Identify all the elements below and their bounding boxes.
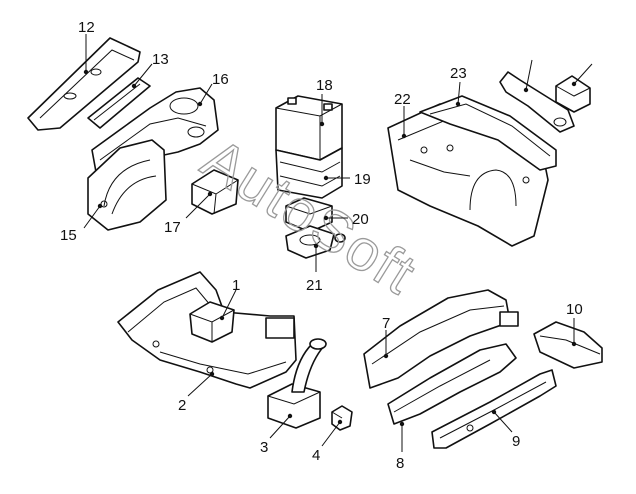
callout-14: 16 bbox=[212, 71, 229, 88]
callout-15: 17 bbox=[164, 219, 181, 236]
part-16-support bbox=[285, 197, 333, 233]
part-23-bracket bbox=[555, 75, 591, 113]
part-15-bracket bbox=[191, 169, 239, 215]
leader-lines bbox=[83, 34, 593, 452]
part-22-crossbar bbox=[499, 71, 575, 133]
callout-2: 2 bbox=[178, 397, 186, 414]
callout-4: 4 bbox=[312, 447, 320, 464]
part-10-endbracket bbox=[533, 321, 603, 369]
part-7-siderail bbox=[363, 289, 519, 389]
callout-10: 10 bbox=[566, 301, 583, 318]
callout-12: 13 bbox=[152, 51, 169, 68]
callout-16: 20 bbox=[352, 211, 369, 228]
callout-1: 1 bbox=[232, 277, 240, 294]
part-12-strip bbox=[87, 77, 151, 129]
callout-8: 8 bbox=[396, 455, 404, 472]
callout-17: 18 bbox=[316, 77, 333, 94]
part-17-battery bbox=[275, 95, 343, 161]
callout-labels: 12 13 16 15 17 18 19 20 21 22 23 1 2 3 4… bbox=[60, 19, 583, 472]
part-11-rail bbox=[27, 37, 141, 131]
part-21-cowl bbox=[419, 95, 557, 171]
part-18-battery-cover bbox=[275, 147, 343, 199]
part-8-lowerrail bbox=[387, 343, 517, 425]
callout-3: 3 bbox=[260, 439, 268, 456]
callout-7: 7 bbox=[382, 315, 390, 332]
callout-19: 21 bbox=[306, 277, 323, 294]
callout-18: 19 bbox=[354, 171, 371, 188]
callout-21: 23 bbox=[450, 65, 467, 82]
part-13-wheelhouse bbox=[87, 139, 167, 231]
part-4-fitting bbox=[331, 405, 353, 431]
part-1-mount bbox=[189, 301, 235, 343]
part-19-clamp bbox=[285, 225, 346, 259]
part-3-housing bbox=[267, 338, 327, 429]
callout-20: 22 bbox=[394, 91, 411, 108]
callout-11: 12 bbox=[78, 19, 95, 36]
callout-9: 9 bbox=[512, 433, 520, 450]
callout-13: 15 bbox=[60, 227, 77, 244]
